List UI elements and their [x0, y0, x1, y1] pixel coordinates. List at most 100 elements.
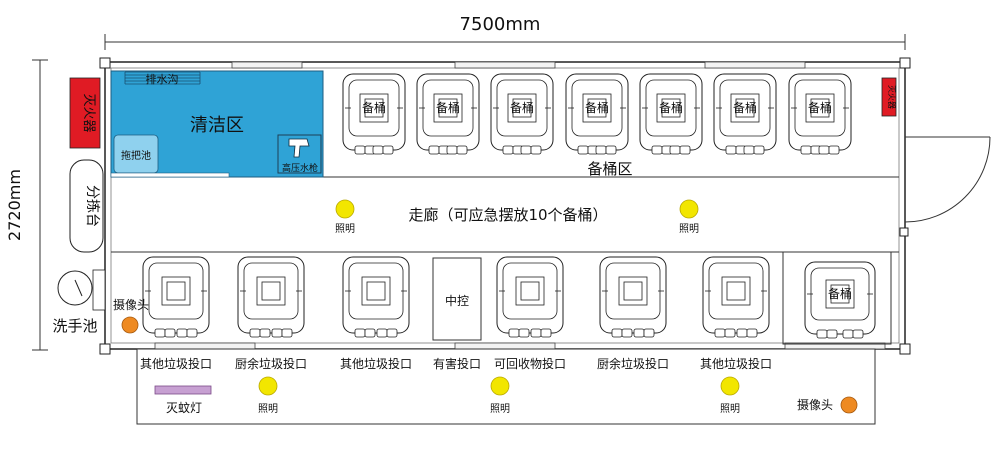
outdoor-light-icon — [258, 376, 278, 396]
spare-bin: 备桶 — [639, 73, 703, 155]
wheel-icon — [508, 328, 520, 338]
wheel-icon — [520, 145, 532, 155]
drop-opening-label: 厨余垃圾投口 — [597, 356, 669, 371]
wheel-icon — [154, 328, 166, 338]
waste-bin — [496, 256, 564, 338]
wheel-icon — [595, 145, 607, 155]
wheel-icon — [364, 328, 376, 338]
mop-sink-label: 拖把池 — [121, 149, 151, 162]
width-label: 7500mm — [460, 14, 541, 35]
wheel-icon — [186, 328, 198, 338]
wheel-icon — [281, 328, 293, 338]
wheel-icon — [818, 145, 830, 155]
outdoor-light-icon — [720, 376, 740, 396]
ceiling-light-icon — [679, 199, 699, 219]
wheel-icon — [382, 145, 394, 155]
fire-extinguisher-left — [69, 77, 101, 149]
waste-bin — [237, 256, 305, 338]
wheel-icon — [376, 328, 388, 338]
light-label: 照明 — [720, 403, 740, 415]
wheel-icon — [354, 328, 366, 338]
wheel-icon — [530, 328, 542, 338]
sorting-table-label: 分拣台 — [84, 185, 100, 227]
spare-bin: 备桶 — [416, 73, 480, 155]
spare-area-label: 备桶区 — [587, 160, 632, 178]
wheel-icon — [271, 328, 283, 338]
wheel-icon — [669, 145, 681, 155]
control-box — [432, 257, 482, 341]
drop-opening-label: 其他垃圾投口 — [340, 356, 412, 371]
bottom-bin-row: 备桶 — [142, 256, 876, 339]
spare-bin-single: 备桶 — [804, 261, 876, 339]
drop-opening-label: 其他垃圾投口 — [700, 356, 772, 371]
wheel-icon — [633, 328, 645, 338]
spare-bin: 备桶 — [713, 73, 777, 155]
spare-bin: 备桶 — [342, 73, 406, 155]
top-vents — [231, 61, 806, 69]
light-label: 照明 — [679, 223, 699, 235]
waste-bin — [342, 256, 410, 338]
camera-icon — [121, 316, 139, 334]
drop-opening-label: 其他垃圾投口 — [140, 356, 212, 371]
height-label: 2720mm — [5, 169, 24, 241]
wheel-icon — [176, 328, 188, 338]
waste-bin — [142, 256, 210, 338]
wheel-icon — [746, 328, 758, 338]
ceiling-light-icon — [335, 199, 355, 219]
height-dimension — [32, 59, 48, 351]
mosquito-lamp-label: 灭蚊灯 — [166, 400, 202, 415]
wheel-icon — [456, 145, 468, 155]
width-dimension — [104, 34, 906, 50]
spare-bin: 备桶 — [788, 73, 852, 155]
wheel-icon — [249, 328, 261, 338]
wheel-icon — [502, 145, 514, 155]
bottom-vents — [154, 342, 886, 350]
wheel-icon — [852, 329, 864, 339]
wheel-icon — [386, 328, 398, 338]
wheel-icon — [164, 328, 176, 338]
fire-extinguisher-right — [881, 77, 897, 117]
bin-label: 备桶 — [585, 100, 609, 115]
camera-left-label: 摄像头 — [113, 297, 149, 312]
corner-posts — [99, 57, 911, 355]
wheel-icon — [428, 145, 440, 155]
camera-right-label: 摄像头 — [797, 397, 833, 412]
wheel-icon — [446, 145, 458, 155]
bin-label: 备桶 — [828, 286, 852, 301]
wheel-icon — [518, 328, 530, 338]
waste-bin — [599, 256, 667, 338]
faucet-icon — [74, 279, 83, 297]
bin-label: 备桶 — [362, 100, 386, 115]
wheel-icon — [800, 145, 812, 155]
wheel-icon — [605, 145, 617, 155]
wheel-icon — [679, 145, 691, 155]
light-label: 照明 — [258, 403, 278, 415]
wheel-icon — [651, 145, 663, 155]
light-label: 照明 — [490, 403, 510, 415]
pressure-washer-label: 高压水枪 — [282, 162, 318, 174]
wheel-icon — [753, 145, 765, 155]
wheel-icon — [540, 328, 552, 338]
bin-label: 备桶 — [436, 100, 460, 115]
hand-sink-label: 洗手池 — [52, 317, 97, 335]
mosquito-lamp-icon — [154, 385, 212, 395]
corridor-label: 走廊（可应急摆放10个备桶） — [408, 206, 607, 224]
control-label: 中控 — [445, 293, 469, 308]
fire-extinguisher-left-label: 灭火器 — [81, 93, 96, 132]
spare-bin: 备桶 — [490, 73, 554, 155]
spray-gun-icon — [288, 138, 310, 158]
wheel-icon — [372, 145, 384, 155]
wheel-icon — [621, 328, 633, 338]
fire-extinguisher-right-label: 灭火器 — [887, 85, 896, 109]
hand-sink — [57, 270, 93, 306]
bin-label: 备桶 — [659, 100, 683, 115]
wheel-icon — [743, 145, 755, 155]
hand-sink-counter — [92, 269, 106, 311]
top-bin-row: 备桶 备桶 备桶 备桶 备桶 备桶 备桶 — [342, 73, 852, 155]
wheel-icon — [828, 145, 840, 155]
wheel-icon — [354, 145, 366, 155]
light-label: 照明 — [335, 223, 355, 235]
drain-channel — [124, 71, 201, 85]
sorting-table — [69, 159, 104, 253]
bin-label: 备桶 — [808, 100, 832, 115]
